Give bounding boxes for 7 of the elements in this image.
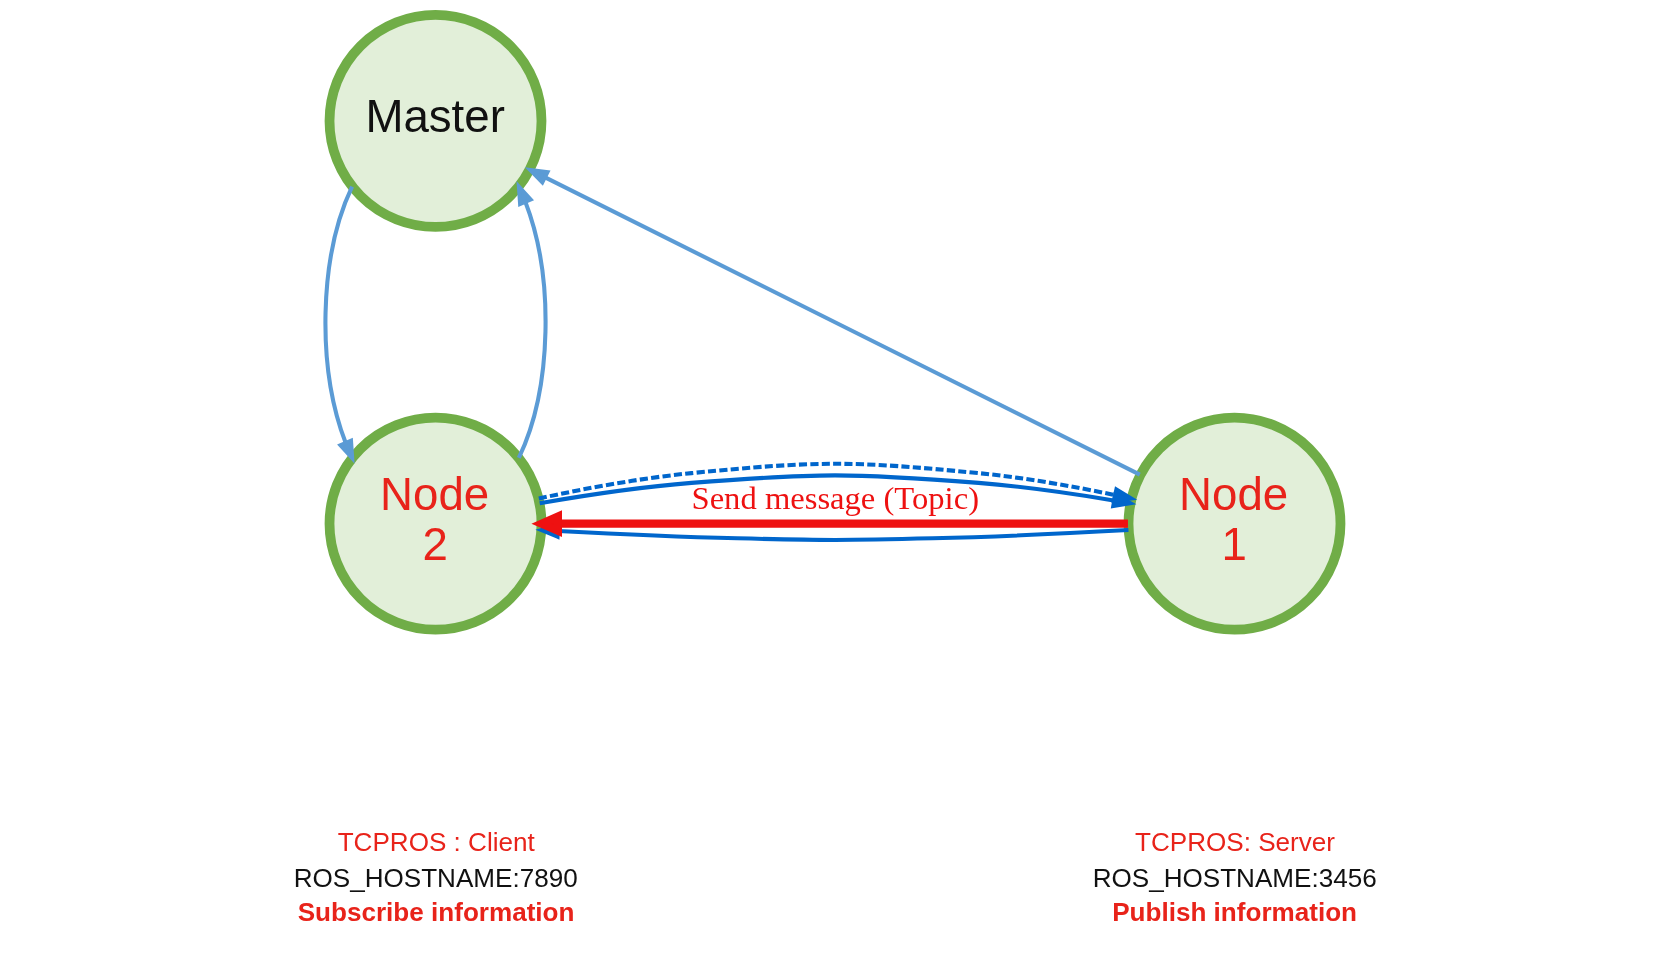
edge-label: Send message (Topic) — [691, 479, 980, 516]
node-label: Publish information — [1112, 897, 1358, 928]
node-label: TCPROS : Client — [337, 827, 535, 858]
node-label: TCPROS: Server — [1135, 827, 1335, 858]
node-label: Subscribe information — [297, 897, 575, 928]
node-label: ROS_HOSTNAME:3456 — [1092, 862, 1377, 893]
node-label: ROS_HOSTNAME:7890 — [293, 862, 578, 893]
